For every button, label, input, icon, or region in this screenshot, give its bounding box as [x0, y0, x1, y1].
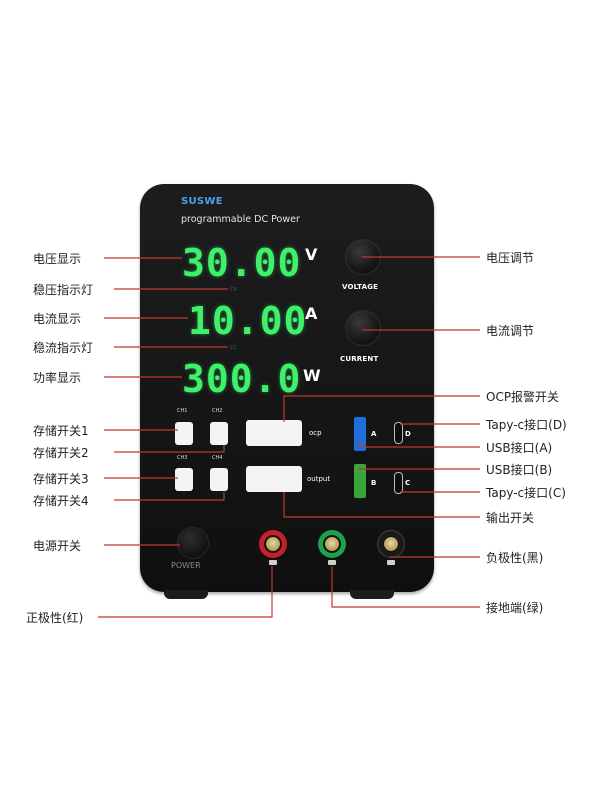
memory-ch2-button[interactable]: [210, 422, 228, 445]
ch2-label: CH2: [212, 408, 223, 414]
callout-memory1: 存储开关1: [33, 424, 89, 438]
callout-current-adjust: 电流调节: [486, 324, 535, 338]
device-subtitle: programmable DC Power: [181, 214, 300, 225]
callout-cc-indicator: 稳流指示灯: [33, 341, 94, 355]
current-display: 10.00: [188, 299, 308, 343]
leader-ocp: [283, 395, 480, 422]
positive-terminal-base: [269, 560, 277, 565]
usb-c-c-letter: C: [405, 479, 411, 487]
power-label: POWER: [171, 561, 201, 570]
callout-ground: 接地端(绿): [486, 601, 544, 615]
callout-memory3: 存储开关3: [33, 472, 89, 486]
voltage-display: 30.00: [182, 241, 302, 285]
usb-a-port[interactable]: [354, 417, 366, 451]
callout-typec-d: Tapy-c接口(D): [486, 418, 567, 432]
callout-power-switch: 电源开关: [33, 539, 82, 553]
callout-current-display: 电流显示: [33, 312, 82, 326]
output-label: output: [307, 475, 331, 483]
current-unit: A: [305, 304, 318, 323]
usb-c-d-letter: D: [405, 430, 411, 438]
ch4-label: CH4: [212, 455, 223, 461]
usb-b-letter: B: [371, 479, 377, 487]
ocp-button[interactable]: [246, 420, 302, 446]
negative-terminal-base: [387, 560, 395, 565]
leader-output: [283, 492, 480, 518]
callout-usb-a: USB接口(A): [486, 441, 553, 455]
power-supply-body: [140, 184, 434, 592]
usb-c-port-c[interactable]: [394, 472, 403, 494]
positive-terminal-post: [264, 535, 282, 553]
ch3-label: CH3: [177, 455, 188, 461]
leader-ground: [331, 566, 480, 608]
power-button[interactable]: [177, 527, 209, 559]
callout-memory2: 存储开关2: [33, 446, 89, 460]
usb-b-port[interactable]: [354, 464, 366, 498]
negative-terminal-post: [382, 535, 400, 553]
leader-memory4: [114, 492, 225, 501]
voltage-unit: V: [305, 245, 318, 264]
usb-c-port-d[interactable]: [394, 422, 403, 444]
callout-voltage-adjust: 电压调节: [486, 251, 535, 265]
power-display: 300.0: [182, 357, 302, 401]
cc-indicator-light: CC: [230, 345, 237, 351]
callout-voltage-display: 电压显示: [33, 252, 82, 266]
device-foot-right: [350, 590, 394, 599]
callout-typec-c: Tapy-c接口(C): [486, 486, 566, 500]
ocp-label: ocp: [309, 429, 322, 437]
output-button[interactable]: [246, 466, 302, 492]
callout-cv-indicator: 稳压指示灯: [33, 283, 94, 297]
leader-positive: [98, 566, 273, 618]
callout-ocp-switch: OCP报警开关: [486, 390, 560, 404]
brand-logo: SUSWE: [181, 196, 223, 207]
callout-positive: 正极性(红): [26, 611, 84, 625]
callout-output-switch: 输出开关: [486, 511, 535, 525]
memory-ch4-button[interactable]: [210, 468, 228, 491]
current-knob[interactable]: [345, 310, 381, 346]
leader-memory2: [114, 445, 225, 453]
ground-terminal-base: [328, 560, 336, 565]
callout-usb-b: USB接口(B): [486, 463, 553, 477]
memory-ch1-button[interactable]: [175, 422, 193, 445]
callout-power-display: 功率显示: [33, 371, 82, 385]
usb-a-letter: A: [371, 430, 377, 438]
callout-memory4: 存储开关4: [33, 494, 89, 508]
current-knob-label: CURRENT: [340, 355, 379, 363]
voltage-knob-label: VOLTAGE: [342, 283, 379, 291]
power-unit: W: [303, 366, 321, 385]
leader-usb-a: [359, 440, 480, 448]
ground-terminal-post: [323, 535, 341, 553]
callout-negative: 负极性(黑): [486, 551, 544, 565]
device-foot-left: [164, 590, 208, 599]
leader-usb-b: [359, 467, 480, 470]
cv-indicator-light: CV: [230, 287, 237, 293]
memory-ch3-button[interactable]: [175, 468, 193, 491]
ch1-label: CH1: [177, 408, 188, 414]
